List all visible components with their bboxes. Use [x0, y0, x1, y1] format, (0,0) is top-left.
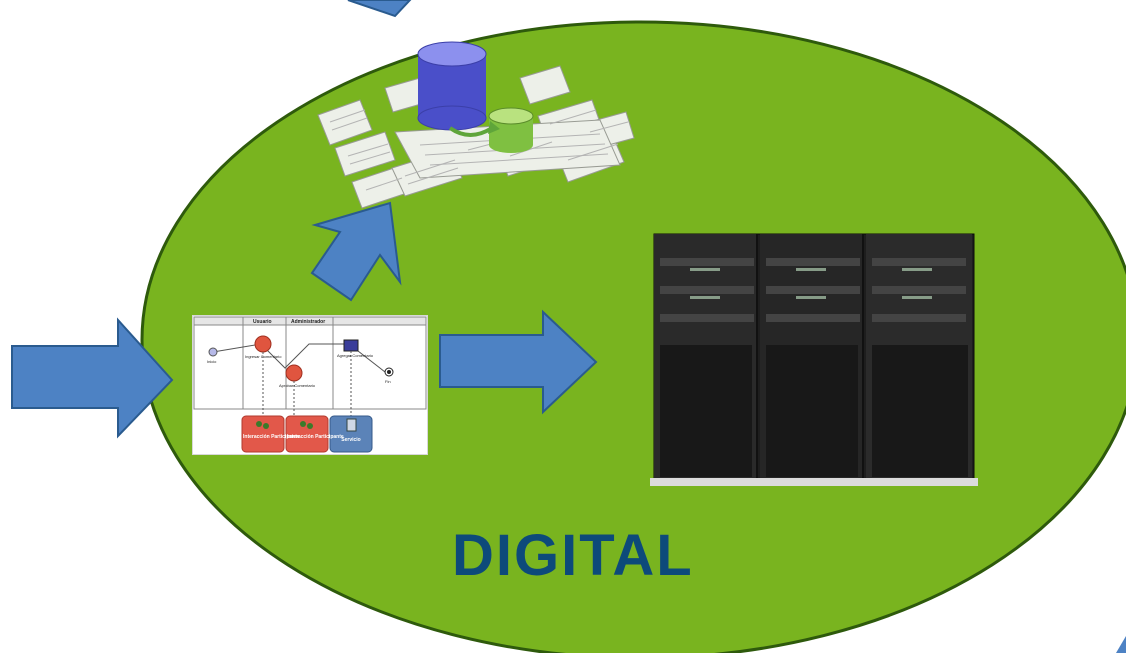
- box-label-service: Servicio: [341, 437, 361, 443]
- node-label-start: Inicio: [207, 359, 217, 364]
- lane-label-usuario: Usuario: [253, 319, 272, 325]
- digital-title: DIGITAL: [452, 523, 694, 588]
- diagonal-arrow: [310, 201, 402, 302]
- lane-label-administrador: Administrador: [291, 319, 326, 325]
- process-diagram: Usuario Administrador Inicio Ingresar Co…: [193, 316, 427, 454]
- box-label-participant-1: Interacción Participante: [243, 434, 300, 440]
- top-arrow-tip: [347, 0, 412, 18]
- box-label-participant-2: Interacción Participante: [287, 434, 344, 440]
- node-label-end: Fin: [385, 379, 391, 384]
- corner-mark: [1116, 636, 1126, 653]
- node-label-task3: Agregar Comentario: [337, 353, 374, 358]
- process-diagram-graphics: [193, 316, 427, 453]
- node-label-task2: Aprobar Comentario: [279, 383, 316, 388]
- database-icon: [317, 41, 635, 209]
- node-label-task1: Ingresar Comentario: [245, 354, 282, 359]
- left-input-arrow: [11, 317, 174, 439]
- server-rack-icon: [650, 233, 978, 486]
- middle-arrow: [439, 309, 598, 415]
